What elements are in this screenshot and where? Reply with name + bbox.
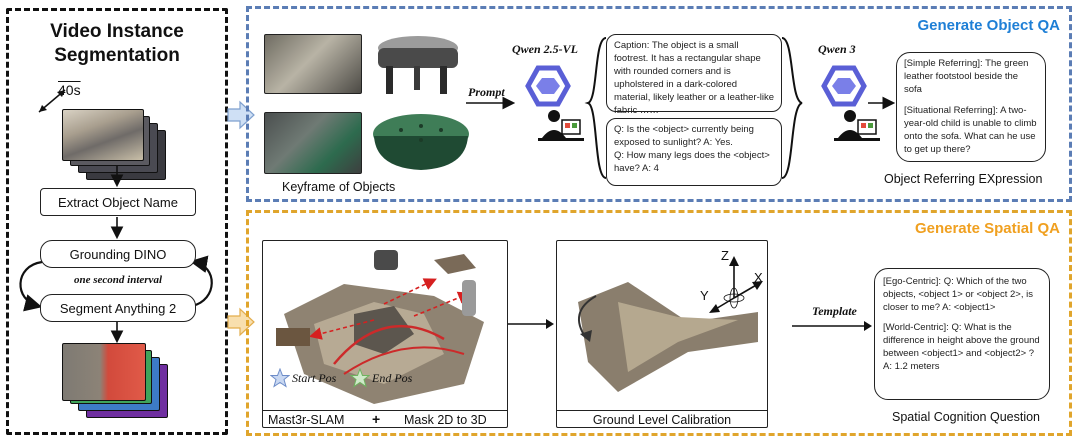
start-pos-label: Start Pos xyxy=(292,371,337,385)
prompt-label: Prompt xyxy=(468,85,505,99)
left-flow-arrows xyxy=(19,166,213,344)
ego-text: [Ego-Centric]: Q: Which of the two objec… xyxy=(883,276,1033,313)
spatial-qa-title: Generate Spatial QA xyxy=(914,220,1060,237)
world-text: [World-Centric]: Q: What is the differen… xyxy=(883,322,1040,372)
referring-bubble: [Simple Referring]: The green leather fo… xyxy=(896,52,1046,162)
axis-y-label: Y xyxy=(700,288,709,303)
slam-divider xyxy=(262,410,508,411)
end-star-icon xyxy=(350,368,370,388)
axis-z-label: Z xyxy=(721,248,729,263)
video-frame xyxy=(62,109,144,161)
extract-object-name-box: Extract Object Name xyxy=(40,188,196,216)
question-caption: Spatial Cognition Question xyxy=(892,410,1041,424)
qa-bubble: Q: Is the <object> currently being expos… xyxy=(606,118,782,186)
interval-label: one second interval xyxy=(74,274,162,286)
footstool-render-icon xyxy=(378,36,458,94)
panel-title: Video Instance Segmentation xyxy=(6,20,228,68)
calibration-scene-image: Z X Y xyxy=(577,248,763,392)
mask-label: Mask 2D to 3D xyxy=(404,413,487,427)
end-pos-label: End Pos xyxy=(372,371,413,385)
calibration-label: Ground Level Calibration xyxy=(592,413,732,427)
object-qa-title: Generate Object QA xyxy=(917,17,1060,34)
template-label: Template xyxy=(812,304,857,318)
arrow-right-icon xyxy=(508,319,554,329)
segmented-frame xyxy=(62,343,146,401)
model1-label: Qwen 2.5-VL xyxy=(512,42,578,56)
green-footstool-render-icon xyxy=(373,114,469,170)
qa-text-1: Q: Is the <object> currently being expos… xyxy=(614,124,754,148)
panel-title-line1: Video Instance xyxy=(50,21,184,42)
axis-x-label: X xyxy=(754,270,763,285)
object-qa-panel xyxy=(246,6,1072,202)
referring-situational: [Situational Referring]: A two-year-old … xyxy=(904,105,1037,155)
video-segmentation-panel xyxy=(6,8,228,435)
calibration-divider xyxy=(556,410,768,411)
keyframe-caption: Keyframe of Objects xyxy=(282,180,396,194)
arrow-right-icon xyxy=(792,321,872,331)
spatial-qa-panel xyxy=(246,210,1072,436)
qwen-logo-icon xyxy=(525,65,584,141)
caption-bubble: Caption: The object is a small footrest.… xyxy=(606,34,782,116)
keyframe-image xyxy=(264,34,362,94)
diagonal-arrow-icon xyxy=(38,89,66,113)
referring-caption: Object Referring EXpression xyxy=(884,172,1043,186)
segment-anything-box: Segment Anything 2 xyxy=(40,294,196,322)
spatial-question-bubble: [Ego-Centric]: Q: Which of the two objec… xyxy=(874,268,1050,400)
qwen-logo-icon xyxy=(821,65,880,141)
model2-label: Qwen 3 xyxy=(818,42,856,56)
keyframe-image xyxy=(264,112,362,174)
grounding-dino-box: Grounding DINO xyxy=(40,240,196,268)
panel-title-line2: Segmentation xyxy=(54,45,180,66)
plus-label: + xyxy=(372,411,381,427)
referring-simple: [Simple Referring]: The green leather fo… xyxy=(904,58,1029,95)
duration-label: 40s xyxy=(58,82,81,98)
object-qa-arrows xyxy=(466,37,896,179)
start-star-icon xyxy=(270,368,290,388)
qa-text-2: Q: How many legs does the <object> have?… xyxy=(614,150,770,174)
slam-reconstruction-image xyxy=(276,250,484,404)
mast3r-label: Mast3r-SLAM xyxy=(268,413,345,427)
